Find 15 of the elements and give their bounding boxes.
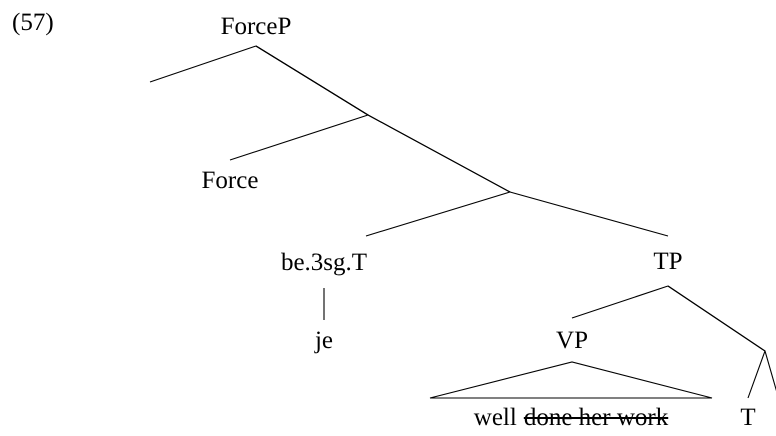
example-number: (57) bbox=[12, 10, 54, 35]
node-label: well bbox=[474, 404, 517, 430]
node-label: TP bbox=[653, 248, 683, 274]
triangle-branch bbox=[429, 361, 713, 399]
branch-line bbox=[323, 288, 325, 320]
node-label: T bbox=[740, 404, 756, 430]
node-label: VP bbox=[556, 328, 588, 352]
node-label: Force bbox=[202, 168, 258, 192]
node-label: done her work bbox=[524, 404, 668, 430]
node-label: ForceP bbox=[220, 14, 292, 38]
branch-line bbox=[256, 46, 668, 237]
branch-line bbox=[150, 45, 256, 83]
node-label: be.3sg.T bbox=[280, 250, 368, 274]
node-label: je bbox=[314, 328, 334, 352]
branch-line bbox=[572, 285, 668, 319]
